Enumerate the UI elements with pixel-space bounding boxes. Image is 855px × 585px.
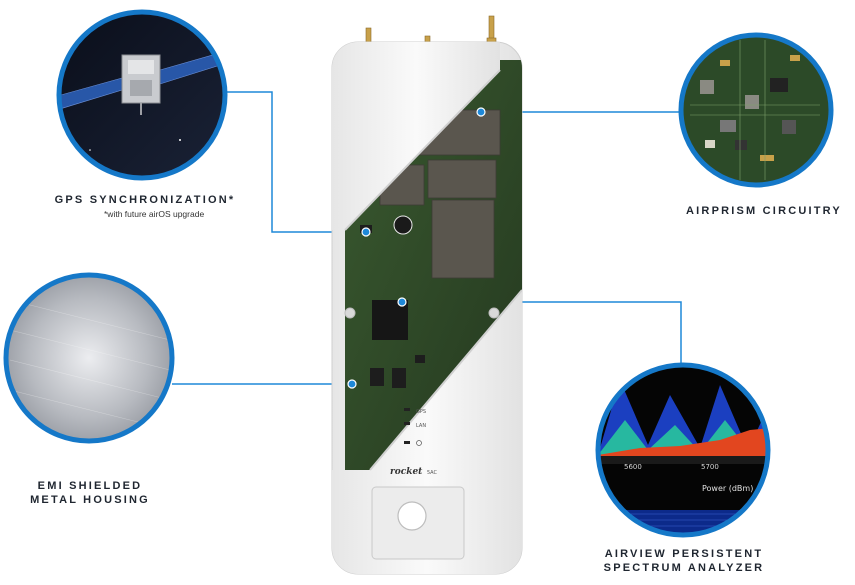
emi-callout-line2: METAL HOUSING bbox=[30, 494, 150, 506]
spectrum-axis-label: Power (dBm) bbox=[702, 484, 753, 493]
gps-satellite-image bbox=[56, 9, 228, 181]
spectrum-tick-5600: 5600 bbox=[624, 463, 642, 471]
device-body: GPS LAN rocket 5AC bbox=[331, 41, 523, 575]
connector-dots bbox=[347, 107, 486, 389]
device-brand: rocket bbox=[390, 467, 423, 477]
main-chip bbox=[372, 300, 408, 340]
airprism-callout-title: AIRPRISM CIRCUITRY bbox=[686, 205, 842, 217]
gps-line bbox=[225, 91, 366, 233]
airprism-circuit-image bbox=[678, 32, 834, 188]
spectrum-red-band bbox=[598, 428, 768, 458]
device-model: 5AC bbox=[427, 470, 438, 476]
airview-callout-line1: AIRVIEW PERSISTENT bbox=[604, 548, 764, 560]
emi-callout-line1: EMI SHIELDED bbox=[37, 480, 143, 492]
led-panel: GPS LAN bbox=[404, 408, 426, 446]
spectrum-tick-5700: 5700 bbox=[701, 463, 719, 471]
led-lan-label: LAN bbox=[416, 423, 426, 429]
port-door-button bbox=[397, 501, 427, 531]
gps-callout-note: *with future airOS upgrade bbox=[104, 209, 205, 219]
metal-housing-image bbox=[3, 272, 175, 444]
airview-spectrum-image: 5600 5700 Power (dBm) bbox=[595, 362, 771, 538]
ubiquiti-logo-mark bbox=[393, 215, 413, 235]
led-gps-label: GPS bbox=[416, 409, 426, 415]
power-icon bbox=[416, 440, 422, 446]
airview-callout-line2: SPECTRUM ANALYZER bbox=[603, 562, 765, 574]
gps-callout-title: GPS SYNCHRONIZATION* bbox=[54, 194, 236, 206]
